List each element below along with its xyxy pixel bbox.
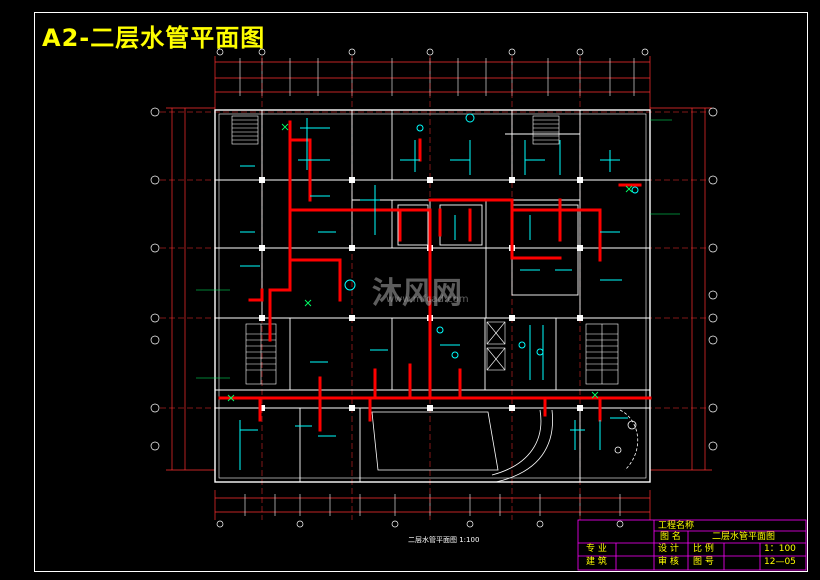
title-block-project-label: 工程名称 xyxy=(658,521,695,531)
title-block-cell: 图 号 xyxy=(693,557,714,567)
title-block-name-label: 图 名 xyxy=(660,532,681,542)
bottom-dimension-ticks xyxy=(244,494,621,516)
pipe-riser-icon xyxy=(239,113,639,470)
title-block-cell: 专 业 xyxy=(586,544,607,554)
title-block-cell: 审 核 xyxy=(658,557,679,567)
outer-walls xyxy=(214,109,651,483)
title-block-drawing-number: 12—05 xyxy=(764,557,796,567)
sheet-border xyxy=(34,12,808,572)
title-block-cell: 建 筑 xyxy=(586,557,607,567)
annotation-marks xyxy=(196,119,680,379)
courtyard xyxy=(371,409,639,483)
valve-icon xyxy=(227,123,633,402)
title-block-frame xyxy=(577,519,807,571)
axis-bubbles xyxy=(150,48,718,528)
stair-icon xyxy=(231,115,619,385)
title-block-drawing-name: 二层水管平面图 xyxy=(712,532,776,542)
bottom-dimension-lines xyxy=(214,490,651,520)
side-dimension-lines xyxy=(166,107,712,471)
water-pipes xyxy=(218,120,652,432)
elevator-icon xyxy=(486,321,506,371)
title-block-cell: 比 例 xyxy=(693,544,714,554)
title-block-cell: 设 计 xyxy=(658,544,679,554)
title-block-scale: 1：100 xyxy=(764,544,796,554)
drawing-title: A2-二层水管平面图 xyxy=(42,24,266,52)
plan-caption: 二层水管平面图 1:100 xyxy=(408,536,480,544)
top-dimension-lines xyxy=(214,56,651,110)
watermark: 沐风网 xyxy=(372,276,462,311)
watermark-url: www.mfcad.com xyxy=(386,294,469,305)
top-dimension-ticks xyxy=(239,58,635,96)
